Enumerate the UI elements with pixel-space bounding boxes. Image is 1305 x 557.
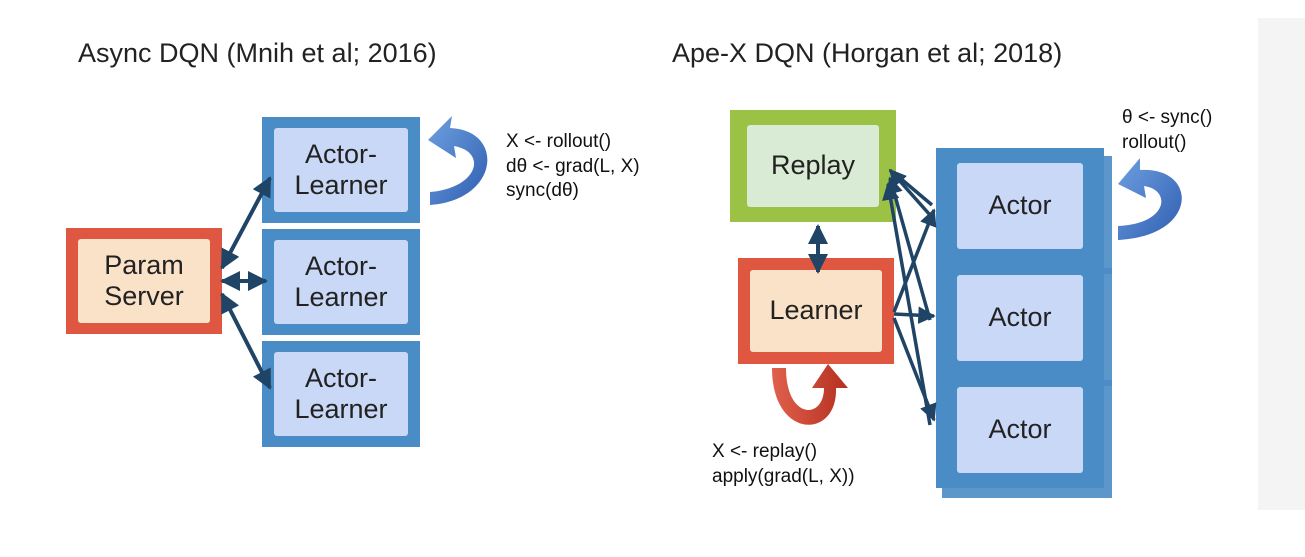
actor-learner-annotation: X <- rollout() dθ <- grad(L, X) sync(dθ) [506, 131, 640, 202]
apex-dqn-title: Ape-X DQN (Horgan et al; 2018) [672, 38, 1063, 68]
arrow-param-to-learner-3 [220, 292, 272, 390]
actor-label-3: Actor [988, 414, 1052, 445]
async-dqn-title: Async DQN (Mnih et al; 2016) [78, 38, 437, 68]
arrow-learner-actor1 [892, 208, 937, 313]
learner-label: Learner [769, 295, 863, 326]
actor-learner-label-2: Actor- Learner [294, 250, 388, 312]
arrow-actor1-replay [888, 168, 932, 217]
actor-node-2: Actor [936, 260, 1104, 376]
arrow-learner-actor2 [893, 306, 936, 324]
learner-annotation: X <- replay() apply(grad(L, X)) [712, 441, 855, 487]
param-server-label: Param Server [104, 249, 184, 311]
actor-node-3: Actor [936, 372, 1104, 488]
actor-learner-label-3: Actor- Learner [294, 362, 388, 424]
arrow-actor2-replay [885, 176, 932, 321]
loop-arrow-learner [772, 364, 848, 425]
loop-arrow-left [428, 116, 488, 205]
arrow-replay-fan [898, 176, 934, 207]
right-edge-shade [1258, 18, 1305, 510]
actor-learner-node-2: Actor- Learner [262, 229, 420, 335]
loop-arrow-actor [1118, 158, 1182, 240]
arrow-learner-actor3 [892, 317, 937, 422]
param-server-node: Param Server [66, 228, 222, 334]
replay-label: Replay [770, 150, 856, 181]
actor-learner-node-3: Actor- Learner [262, 341, 420, 447]
arrow-actor3-replay [882, 182, 932, 426]
actor-learner-label-1: Actor- Learner [294, 138, 388, 200]
actor-label-2: Actor [988, 302, 1052, 333]
actor-learner-node-1: Actor- Learner [262, 117, 420, 223]
actor-label-1: Actor [988, 190, 1052, 221]
replay-node: Replay [730, 110, 896, 222]
arrow-param-to-learner-1 [220, 176, 272, 270]
actor-annotation: θ <- sync() rollout() [1122, 107, 1213, 153]
actor-node-1: Actor [936, 148, 1104, 264]
learner-node: Learner [738, 258, 894, 364]
